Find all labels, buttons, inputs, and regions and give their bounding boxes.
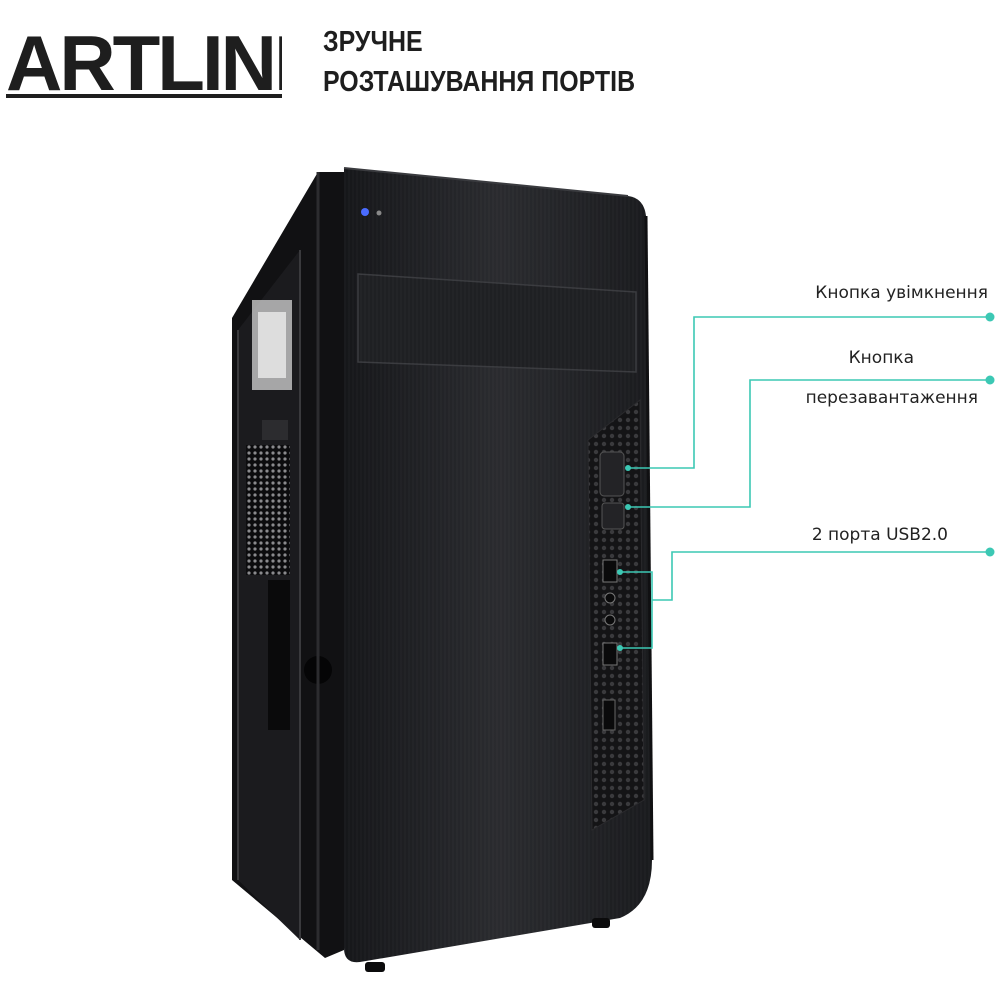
artline-logo: ARTLINE — [6, 19, 282, 98]
audio-jack-icon[interactable] — [604, 614, 616, 626]
callout-reset-line-1: Кнопка — [848, 348, 914, 368]
logo-underline — [6, 94, 282, 98]
callout-lines — [620, 316, 990, 649]
headline: ЗРУЧНЕ РОЗТАШУВАННЯ ПОРТІВ — [323, 22, 635, 102]
usb-port-icon[interactable] — [602, 559, 618, 583]
reset-button-icon[interactable] — [601, 502, 625, 530]
callout-power-button: Кнопка увімкнення — [815, 283, 988, 303]
callout-reset-line-2: перезавантаження — [805, 388, 978, 408]
logo-text: ARTLINE — [6, 19, 282, 98]
case-side-interior — [232, 172, 344, 958]
callout-dots — [617, 312, 995, 651]
power-button-icon[interactable] — [599, 451, 625, 497]
power-led-icon — [361, 208, 369, 216]
card-slot-icon — [602, 699, 616, 731]
usb-port-icon[interactable] — [602, 642, 618, 666]
hdd-led-icon — [376, 210, 382, 216]
headline-line-1: ЗРУЧНЕ — [323, 26, 423, 58]
callout-usb-ports: 2 порта USB2.0 — [811, 525, 948, 545]
audio-jack-icon[interactable] — [604, 592, 616, 604]
headline-line-2: РОЗТАШУВАННЯ ПОРТІВ — [323, 66, 636, 98]
